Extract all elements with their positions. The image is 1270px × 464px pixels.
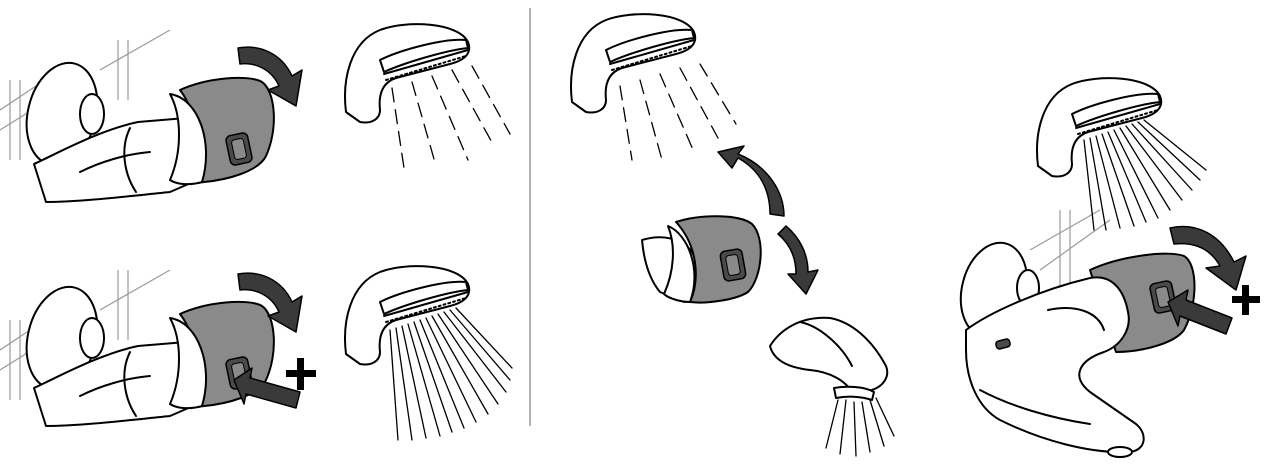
panel-shower-normal <box>0 24 510 202</box>
shower-head-icon <box>345 24 469 122</box>
rotate-up-arrow-icon <box>718 146 784 216</box>
diverter-handle <box>642 216 761 302</box>
spray-lines-boost <box>390 308 512 440</box>
spray-lines-normal <box>620 64 736 160</box>
plus-icon <box>286 358 316 390</box>
shower-head-icon <box>571 14 695 112</box>
bath-spout-icon <box>770 318 887 400</box>
panel-mixer-boost <box>951 78 1260 457</box>
mixer-handle <box>16 279 273 426</box>
panel-diverter <box>571 14 894 456</box>
mixer-handle <box>16 55 273 202</box>
spray-lines-boost <box>1084 120 1206 230</box>
panel-shower-boost <box>0 266 512 440</box>
shower-head-icon <box>1037 78 1161 176</box>
spray-lines-spout <box>826 398 894 456</box>
rotate-down-arrow-icon <box>778 226 818 294</box>
spray-lines-normal <box>392 66 510 168</box>
